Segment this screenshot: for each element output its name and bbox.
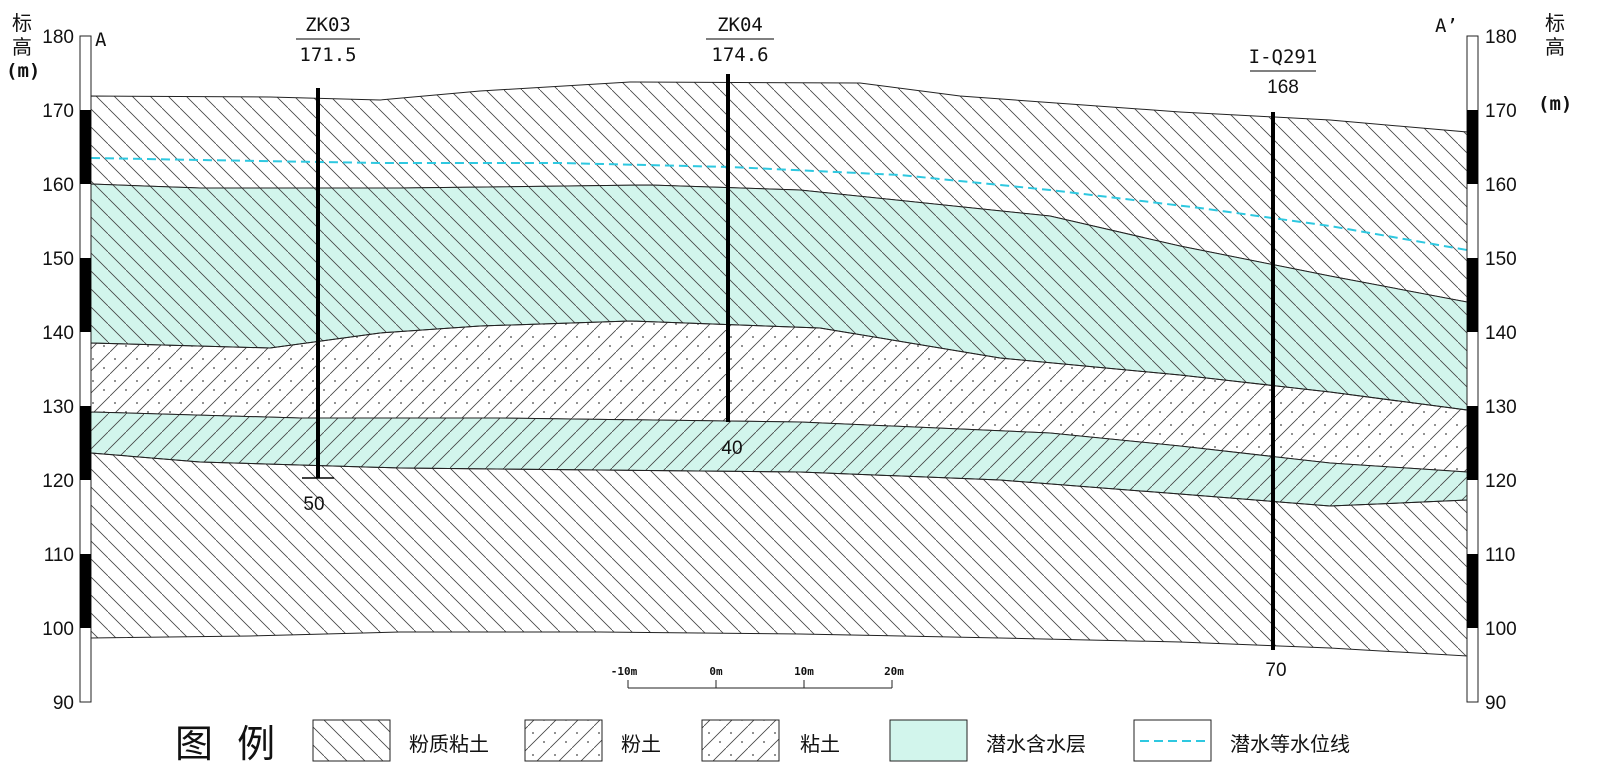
legend-label-silt: 粉土 xyxy=(621,732,661,756)
borehole-zk04-depth: 40 xyxy=(721,438,742,459)
left-tick-180: 180 xyxy=(42,27,74,48)
legend-swatch-silt xyxy=(524,719,603,762)
right-axis-block-140-150 xyxy=(1467,258,1478,332)
scale-label-minus10: -10m xyxy=(611,665,638,678)
borehole-zk03-depth: 50 xyxy=(303,494,324,515)
borehole-zk04-elevation: 174.6 xyxy=(711,44,768,66)
right-axis-bar xyxy=(1466,35,1479,703)
legend-swatch-aquifer xyxy=(889,719,968,762)
scale-bar: -10m 0m 10m 20m xyxy=(611,665,904,689)
left-tick-160: 160 xyxy=(42,175,74,196)
right-axis-unit: (m) xyxy=(1538,93,1572,115)
left-tick-140: 140 xyxy=(42,323,74,344)
left-axis-block-160-170 xyxy=(80,110,91,184)
left-tick-120: 120 xyxy=(42,471,74,492)
water-table-line xyxy=(90,157,1468,251)
borehole-zk04-id: ZK04 xyxy=(717,14,763,36)
right-tick-150: 150 xyxy=(1485,249,1517,270)
left-axis-block-140-150 xyxy=(80,258,91,332)
legend-swatch-clay xyxy=(701,719,780,762)
left-axis-bar xyxy=(79,35,92,703)
legend-swatch-silty-clay xyxy=(312,719,391,762)
right-axis-title-2: 高 xyxy=(1545,35,1565,59)
right-tick-140: 140 xyxy=(1485,323,1517,344)
legend-label-aquifer: 潜水含水层 xyxy=(986,732,1086,756)
left-axis-title-1: 标 xyxy=(12,11,32,35)
right-tick-170: 170 xyxy=(1485,101,1517,122)
right-tick-120: 120 xyxy=(1485,471,1517,492)
borehole-iq291-elevation: 168 xyxy=(1267,77,1299,98)
right-tick-90: 90 xyxy=(1485,693,1506,714)
left-tick-150: 150 xyxy=(42,249,74,270)
scale-label-0: 0m xyxy=(709,665,723,678)
legend-label-water-table: 潜水等水位线 xyxy=(1230,732,1350,756)
left-axis-block-100-110 xyxy=(80,554,91,628)
scale-label-20: 20m xyxy=(884,665,904,678)
legend-title: 图 例 xyxy=(175,722,275,766)
legend-label-silty-clay: 粉质粘土 xyxy=(409,732,489,756)
right-axis-title-1: 标 xyxy=(1545,11,1565,35)
left-axis-title-2: 高 xyxy=(12,35,32,59)
right-axis-block-160-170 xyxy=(1467,110,1478,184)
scale-label-10: 10m xyxy=(794,665,814,678)
right-tick-110: 110 xyxy=(1485,545,1515,566)
legend-label-clay: 粘土 xyxy=(800,732,840,756)
right-tick-130: 130 xyxy=(1485,397,1517,418)
left-axis-unit: (m) xyxy=(6,60,40,82)
left-axis-block-120-130 xyxy=(80,406,91,480)
left-tick-90: 90 xyxy=(53,693,74,714)
right-tick-100: 100 xyxy=(1485,619,1517,640)
borehole-iq291-depth: 70 xyxy=(1265,660,1286,681)
borehole-zk03-elevation: 171.5 xyxy=(299,44,356,66)
right-tick-180: 180 xyxy=(1485,27,1517,48)
left-tick-170: 170 xyxy=(42,101,74,122)
right-section-label: A’ xyxy=(1435,15,1458,37)
borehole-zk03-id: ZK03 xyxy=(305,14,351,36)
right-axis-block-100-110 xyxy=(1467,554,1478,628)
right-tick-160: 160 xyxy=(1485,175,1517,196)
left-tick-100: 100 xyxy=(42,619,74,640)
borehole-iq291-id: I-Q291 xyxy=(1249,46,1318,68)
left-tick-130: 130 xyxy=(42,397,74,418)
right-axis-block-120-130 xyxy=(1467,406,1478,480)
left-section-label: A xyxy=(95,29,107,51)
left-tick-110: 110 xyxy=(44,545,74,566)
